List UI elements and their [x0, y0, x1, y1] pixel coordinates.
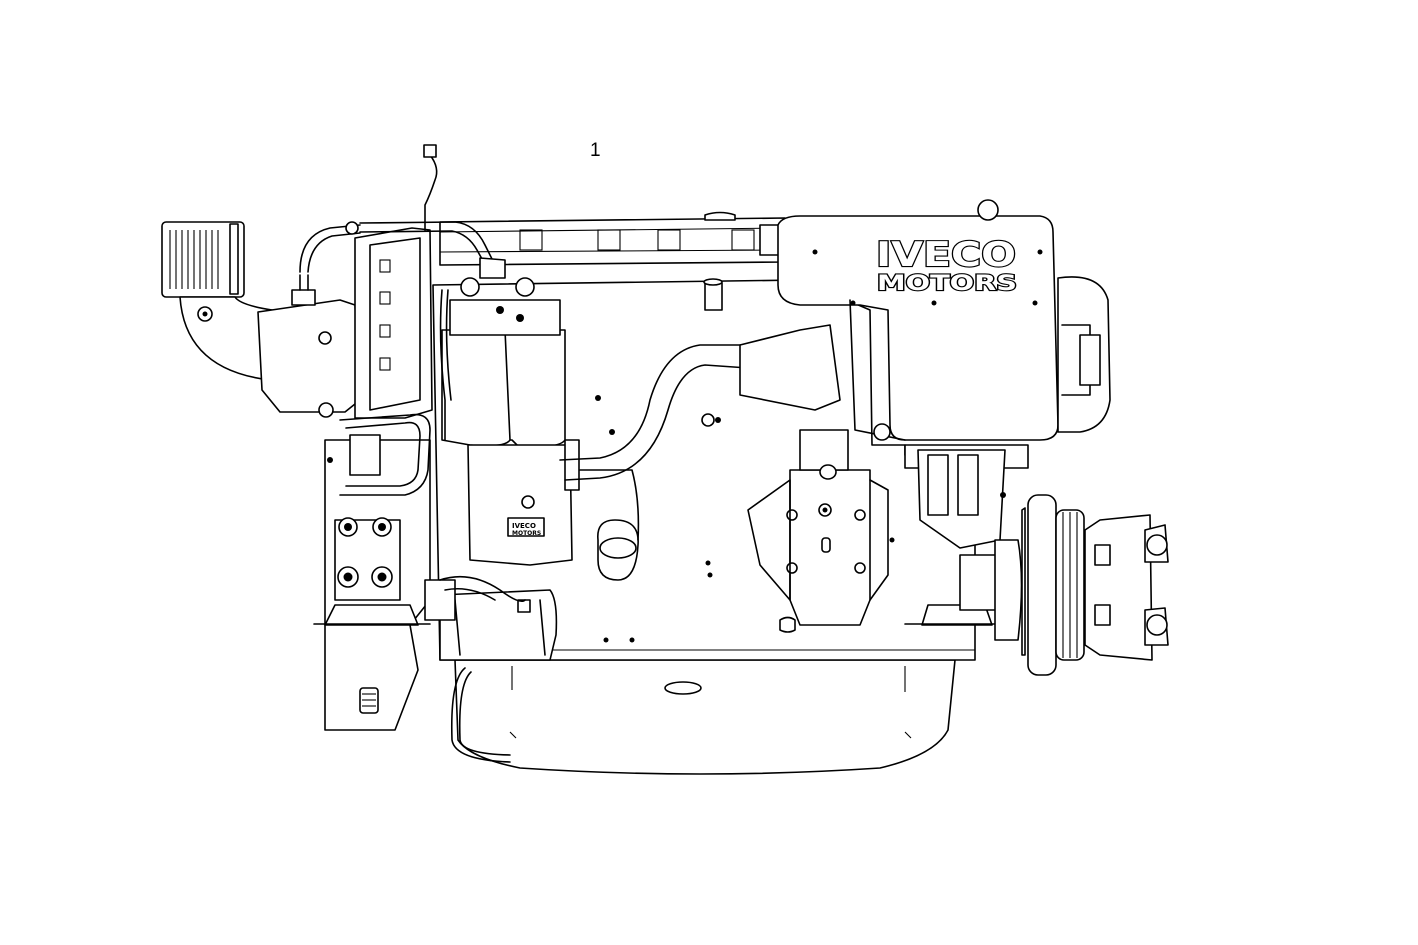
timing-cover [579, 395, 895, 643]
injection-pump: IVECO MOTORS [467, 439, 580, 566]
wiring-harness [423, 144, 526, 603]
logo-line1: IVECO [876, 235, 1016, 275]
raw-water-pump [959, 507, 1026, 656]
thermostat-cap [873, 423, 891, 441]
upper-pipe [345, 221, 506, 279]
fuel-lines [327, 413, 431, 496]
alternator [747, 429, 889, 626]
exhaust-elbow [161, 221, 273, 381]
coolant-pipe [559, 324, 841, 581]
logo-line2: MOTORS [877, 271, 1017, 295]
front-flange [1084, 514, 1169, 661]
mount-bracket [917, 449, 1006, 549]
dipstick-tube [450, 667, 511, 763]
heat-exchanger [1057, 276, 1111, 433]
oil-pan [454, 659, 956, 775]
starter-motor [424, 579, 558, 661]
iveco-cover: IVECO MOTORS [777, 199, 1059, 441]
turbocharger [257, 224, 361, 418]
pump-logo-line2: MOTORS [512, 530, 541, 537]
mount-left [313, 604, 431, 626]
oil-filler [703, 278, 723, 311]
callout-label-1: 1 [590, 140, 601, 161]
fuel-filter [441, 277, 566, 449]
bottom-plug [779, 616, 796, 633]
crank-pulley [1027, 494, 1085, 676]
front-housing [324, 439, 431, 731]
pump-logo-line1: IVECO [512, 522, 536, 530]
intake-manifold [354, 227, 433, 419]
